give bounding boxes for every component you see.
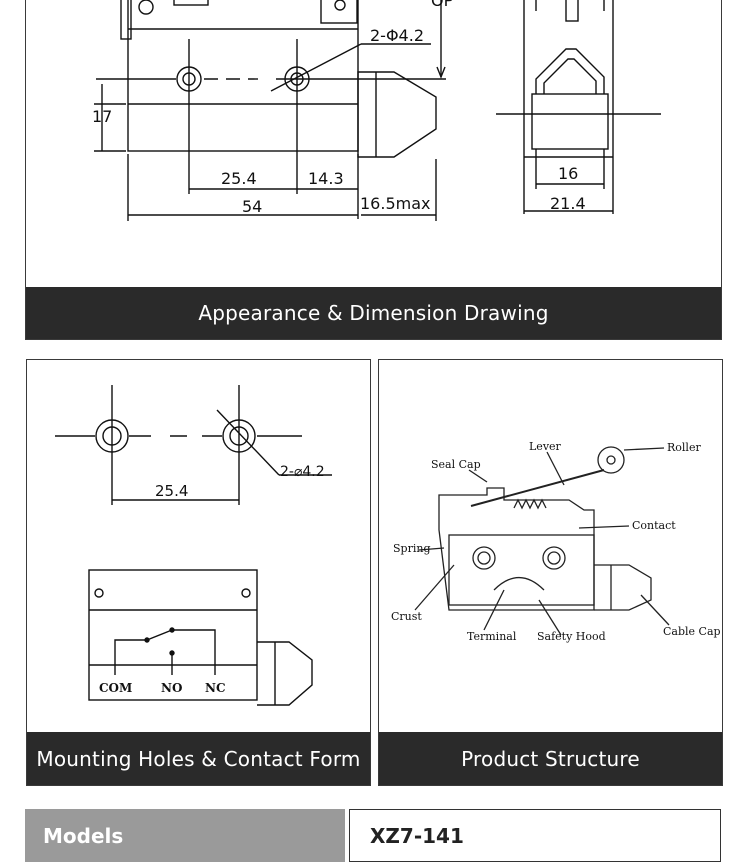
product-structure-panel: Lever Roller Seal Cap Contact Spring Cru… bbox=[378, 359, 723, 786]
label-op: OP bbox=[431, 0, 454, 10]
lever-arm bbox=[470, 469, 605, 507]
label-roller: Roller bbox=[667, 441, 701, 454]
dimension-labels: OP 2-Φ4.2 17 25.4 14.3 54 16.5max 16 21.… bbox=[92, 0, 586, 216]
label-14-3: 14.3 bbox=[308, 169, 344, 188]
mounting-holes-drawing: 25.4 2-⌀4.2 COM NO NC bbox=[55, 385, 332, 706]
mounting-labels: 25.4 2-⌀4.2 COM NO NC bbox=[99, 464, 325, 695]
dimension-drawing-caption: Appearance & Dimension Drawing bbox=[26, 287, 721, 339]
mounting-holes-panel: 25.4 2-⌀4.2 COM NO NC Mounting Holes & C… bbox=[26, 359, 371, 786]
dimension-drawing: OP 2-Φ4.2 17 25.4 14.3 54 16.5max 16 21.… bbox=[92, 0, 661, 221]
dimension-drawing-panel: OP 2-Φ4.2 17 25.4 14.3 54 16.5max 16 21.… bbox=[25, 0, 722, 340]
label-crust: Crust bbox=[391, 610, 422, 623]
label-contact: Contact bbox=[632, 519, 676, 532]
label-17: 17 bbox=[92, 107, 112, 126]
product-structure-caption: Product Structure bbox=[379, 732, 722, 785]
models-value: XZ7-141 bbox=[349, 809, 721, 862]
structure-labels: Lever Roller Seal Cap Contact Spring Cru… bbox=[391, 440, 721, 643]
label-16: 16 bbox=[558, 164, 578, 183]
label-cable-cap: Cable Cap bbox=[663, 625, 721, 638]
label-spring: Spring bbox=[393, 542, 430, 555]
models-label: Models bbox=[25, 809, 345, 862]
label-16-5max: 16.5max bbox=[360, 194, 430, 213]
label-nc: NC bbox=[205, 681, 226, 695]
lever-outline bbox=[535, 48, 605, 94]
label-54: 54 bbox=[242, 197, 262, 216]
contact-body-outline bbox=[88, 569, 258, 701]
label-25-4: 25.4 bbox=[155, 482, 188, 500]
label-lever: Lever bbox=[529, 440, 562, 453]
label-holes: 2-Φ4.2 bbox=[370, 26, 424, 45]
label-terminal: Terminal bbox=[467, 630, 517, 643]
label-no: NO bbox=[161, 681, 182, 695]
mounting-holes-caption: Mounting Holes & Contact Form bbox=[27, 732, 370, 785]
label-seal-cap: Seal Cap bbox=[431, 458, 481, 471]
housing-outline bbox=[438, 487, 595, 611]
cable-cap-outline bbox=[594, 564, 652, 611]
label-com: COM bbox=[99, 681, 132, 695]
label-safety-hood: Safety Hood bbox=[537, 630, 606, 643]
label-21-4: 21.4 bbox=[550, 194, 586, 213]
plunger-outline bbox=[357, 71, 437, 158]
roller bbox=[597, 446, 625, 474]
product-structure-drawing: Lever Roller Seal Cap Contact Spring Cru… bbox=[391, 440, 721, 643]
label-holes: 2-⌀4.2 bbox=[280, 464, 325, 480]
label-25-4: 25.4 bbox=[221, 169, 257, 188]
